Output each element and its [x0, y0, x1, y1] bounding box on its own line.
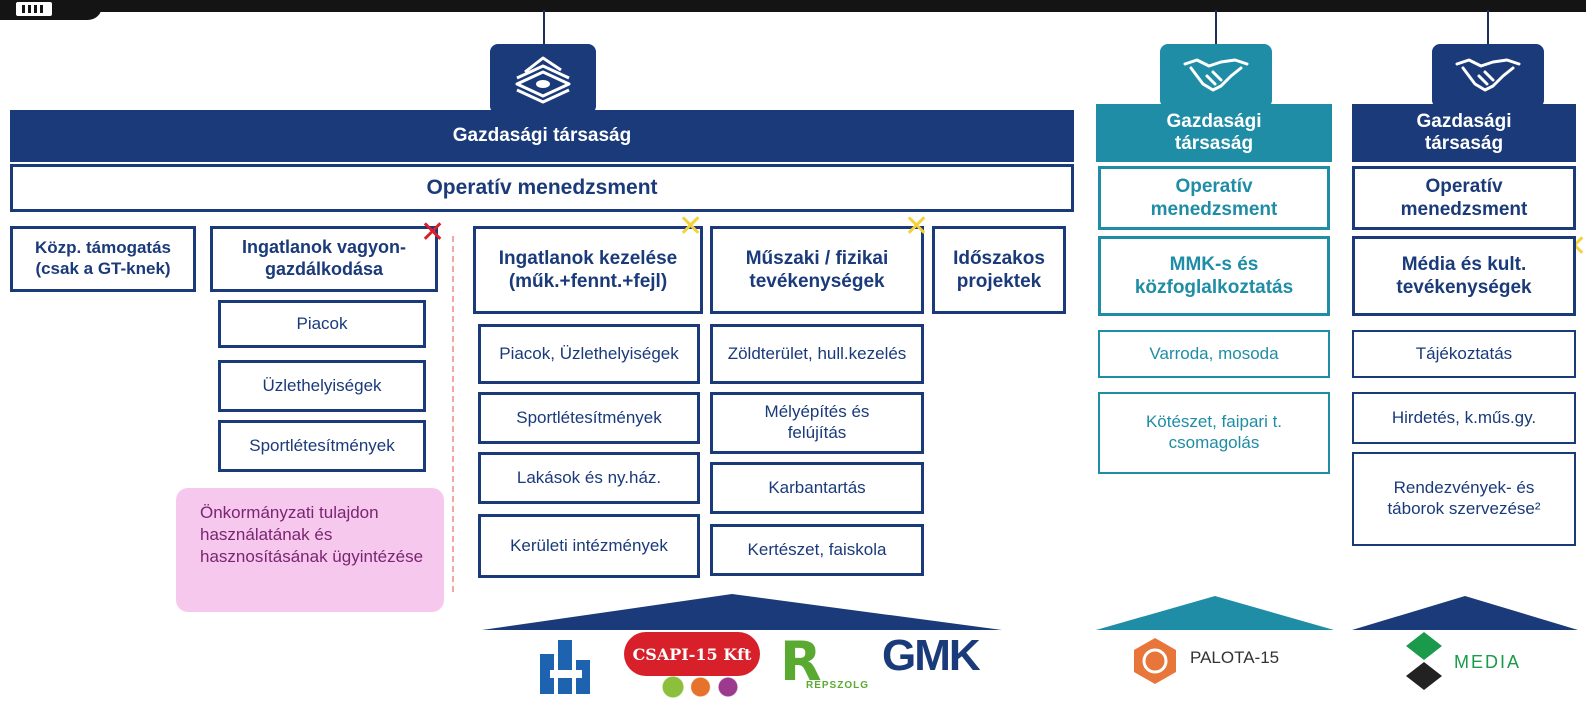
- list-item: Hirdetés, k.műs.gy.: [1352, 392, 1576, 444]
- connector-line-media: [1487, 10, 1489, 48]
- repszolg-logo-icon: R: [780, 630, 822, 693]
- connector-line-teal: [1215, 10, 1217, 48]
- top-bar: [0, 0, 1586, 12]
- corner-tab: [0, 0, 102, 20]
- roof-teal: [1096, 596, 1334, 630]
- media-logo-text: MEDIA: [1454, 652, 1522, 672]
- money-stack-icon: [490, 44, 596, 114]
- yellow-x-marker-icon: ✕: [904, 210, 930, 243]
- note-box: Önkormányzati tulajdon használatának és …: [176, 488, 444, 612]
- list-item: Sportlétesítmények: [478, 392, 700, 444]
- corner-logo-icon: [16, 2, 52, 16]
- list-item: Piacok: [218, 300, 426, 348]
- red-x-marker-icon: ✕: [420, 216, 446, 249]
- banner-teal: Gazdasági társaság: [1096, 104, 1332, 162]
- palota-logo-text: PALOTA-15: [1190, 648, 1280, 667]
- list-item: Karbantartás: [710, 462, 924, 514]
- unit-ingatlanok-kezelese: Ingatlanok kezelése (műk.+fennt.+fejl): [473, 226, 703, 314]
- dashed-divider: [452, 236, 454, 592]
- list-item: Tájékoztatás: [1352, 330, 1576, 378]
- list-item: Varroda, mosoda: [1098, 330, 1330, 378]
- list-item: Zöldterület, hull.kezelés: [710, 324, 924, 384]
- roof-main: [482, 594, 1002, 630]
- operative-management-media: Operatív menedzsment: [1352, 166, 1576, 230]
- operative-management-teal: Operatív menedzsment: [1098, 166, 1330, 230]
- repszolg-logo-text: REPSZOLG: [806, 680, 870, 691]
- building-logo-icon: [540, 640, 590, 694]
- list-item: Kertészet, faiskola: [710, 524, 924, 576]
- roof-media: [1352, 596, 1578, 630]
- handshake-icon: [1160, 44, 1272, 108]
- list-item: Mélyépítés és felújítás: [710, 392, 924, 454]
- unit-ingatlanok-vagyongazdalkodasa: Ingatlanok vagyon-gazdálkodása: [210, 226, 438, 292]
- unit-idoszakos-projektek: Időszakos projektek: [932, 226, 1066, 314]
- list-item: Kerületi intézmények: [478, 514, 700, 578]
- operative-management-main: Operatív menedzsment: [10, 164, 1074, 212]
- list-item: Rendezvények- és táborok szervezése²: [1352, 452, 1576, 546]
- list-item: Üzlethelyiségek: [218, 360, 426, 412]
- banner-media: Gazdasági társaság: [1352, 104, 1576, 162]
- list-item: Sportlétesítmények: [218, 420, 426, 472]
- list-item: Kötészet, faipari t. csomagolás: [1098, 392, 1330, 474]
- media-logo-icon: [1406, 632, 1442, 690]
- handshake-icon-media: [1432, 44, 1544, 108]
- unit-mmk-kozfoglalkoztatas: MMK-s és közfoglalkoztatás: [1098, 236, 1330, 316]
- yellow-x-marker-icon: ✕: [678, 210, 704, 243]
- banner-main: Gazdasági társaság: [10, 110, 1074, 162]
- list-item: Piacok, Üzlethelyiségek: [478, 324, 700, 384]
- unit-kozp-tamogatas: Közp. támogatás (csak a GT-knek): [10, 226, 196, 292]
- unit-muszaki-tevekenysegek: Műszaki / fizikai tevékenységek: [710, 226, 924, 314]
- vegetables-icon: [640, 676, 750, 698]
- list-item: Lakások és ny.ház.: [478, 452, 700, 504]
- palota-logo-icon: [1134, 638, 1176, 684]
- unit-media-kult: Média és kult. tevékenységek: [1352, 236, 1576, 316]
- csapi-logo: CSAPI-15 Kft: [624, 632, 760, 676]
- gmk-logo: GMK: [882, 631, 981, 680]
- connector-line-main: [543, 10, 545, 48]
